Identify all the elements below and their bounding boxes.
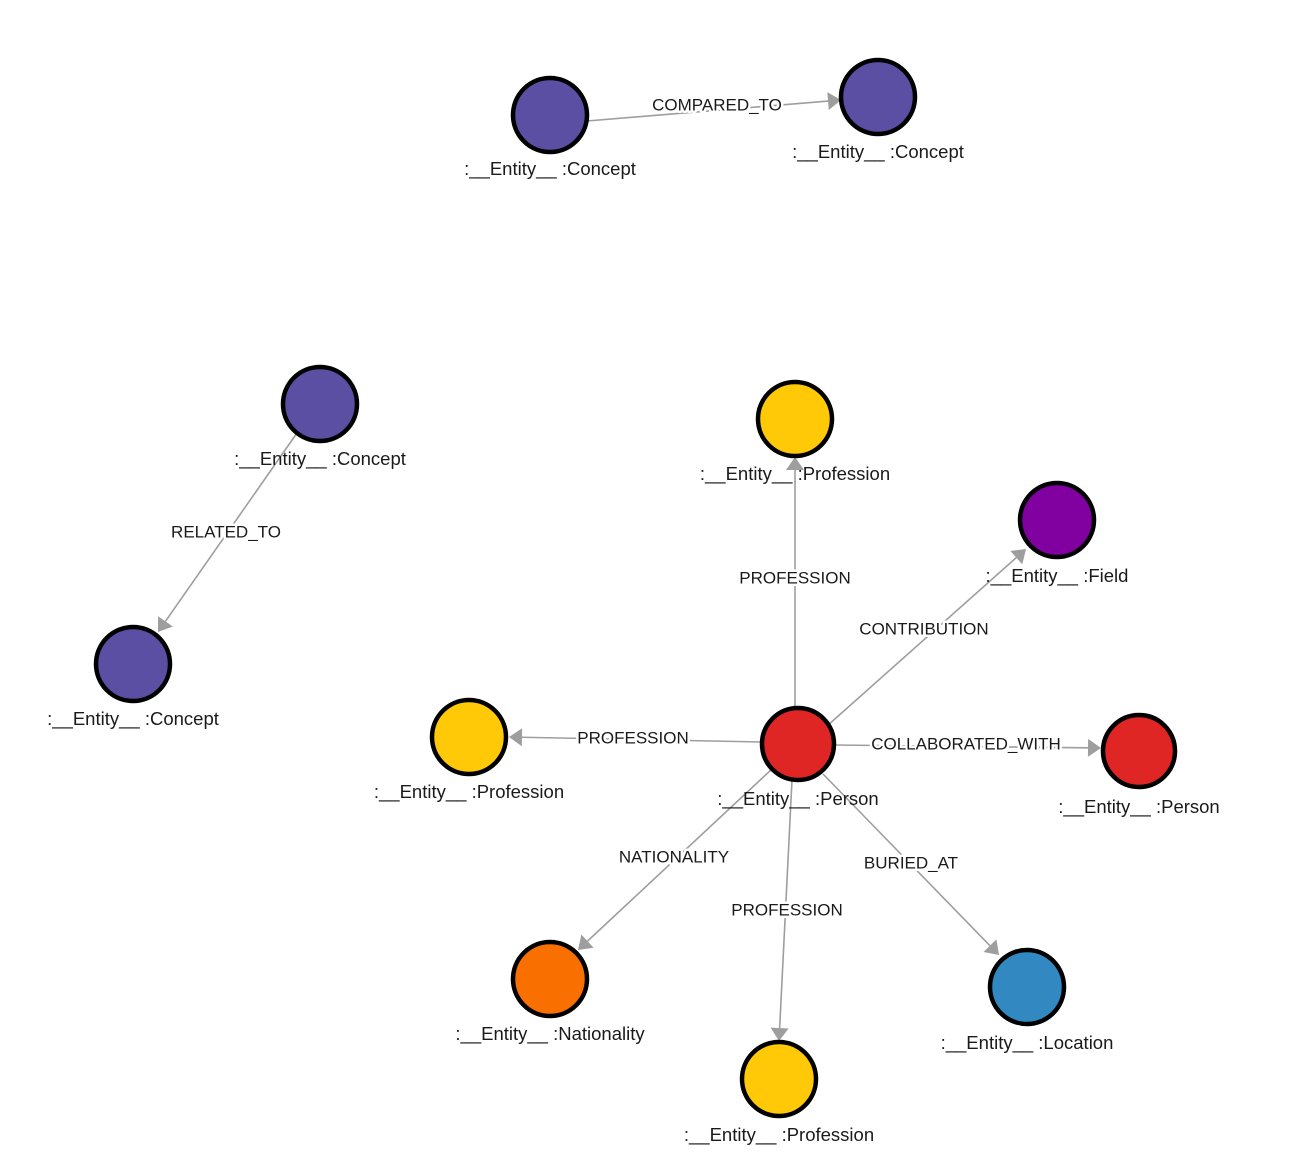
graph-node[interactable]	[510, 939, 590, 1019]
edge-arrowhead-icon	[509, 728, 523, 747]
graph-node[interactable]	[510, 75, 590, 155]
edge-labels-layer: COMPARED_TO RELATED_TO PROFESSION CONTRIBUT…	[169, 93, 1064, 922]
node-circle-location[interactable]	[987, 947, 1067, 1027]
edge-arrowhead-icon	[1087, 738, 1101, 757]
edge-line[interactable]	[833, 744, 1089, 749]
edge-label: RELATED_TO	[171, 522, 281, 541]
node-label: :__Entity__ :Location	[941, 1032, 1114, 1054]
edge-line[interactable]	[164, 432, 298, 622]
node-circle-concept[interactable]	[838, 57, 918, 137]
node-label: :__Entity__ :Profession	[684, 1124, 874, 1146]
node-circle-person[interactable]	[759, 705, 837, 783]
graph-edge[interactable]	[770, 779, 793, 1041]
graph-node[interactable]	[429, 697, 509, 777]
graph-edge[interactable]	[578, 768, 773, 950]
node-circle-person[interactable]	[1100, 712, 1178, 790]
edge-label: COLLABORATED_WITH	[871, 734, 1061, 753]
node-label: :__Entity__ :Concept	[47, 708, 219, 730]
edge-label: PROFESSION	[739, 568, 850, 587]
graph-node[interactable]	[93, 624, 173, 704]
graph-edge[interactable]	[586, 92, 841, 122]
node-circle-concept[interactable]	[93, 624, 173, 704]
edge-label: CONTRIBUTION	[859, 619, 988, 638]
edge-arrowhead-icon	[786, 457, 804, 470]
graph-node[interactable]	[987, 947, 1067, 1027]
edges-layer	[158, 92, 1101, 1041]
graph-edge[interactable]	[509, 728, 763, 747]
graph-edge[interactable]	[826, 549, 1026, 727]
node-label: :__Entity__ :Concept	[464, 158, 636, 180]
edge-line[interactable]	[778, 779, 793, 1029]
node-label: :__Entity__ :Concept	[234, 448, 406, 470]
node-circle-nationality[interactable]	[510, 939, 590, 1019]
node-label: :__Entity__ :Person	[717, 788, 878, 810]
node-circle-field[interactable]	[1017, 480, 1097, 560]
edge-label: COMPARED_TO	[652, 95, 782, 114]
node-circle-profession[interactable]	[739, 1039, 819, 1119]
graph-node[interactable]	[1017, 480, 1097, 560]
graph-edge[interactable]	[786, 457, 804, 708]
graph-node[interactable]	[755, 379, 835, 459]
edge-arrowhead-icon	[827, 92, 841, 111]
node-label: :__Entity__ :Profession	[374, 781, 564, 803]
edge-arrowhead-icon	[578, 934, 594, 950]
graph-node[interactable]	[759, 705, 837, 783]
graph-node[interactable]	[838, 57, 918, 137]
edge-line[interactable]	[586, 100, 829, 122]
edge-arrowhead-icon	[1010, 549, 1026, 565]
node-circle-profession[interactable]	[755, 379, 835, 459]
graph-edge[interactable]	[158, 432, 298, 632]
node-label: :__Entity__ :Concept	[792, 141, 964, 163]
edge-line[interactable]	[586, 768, 773, 942]
node-labels-layer: :__Entity__ :Concept :__Entity__ :Concept…	[47, 141, 1220, 1146]
edge-label: NATIONALITY	[619, 847, 729, 866]
graph-node[interactable]	[1100, 712, 1178, 790]
edge-line[interactable]	[826, 557, 1017, 727]
node-circle-concept[interactable]	[510, 75, 590, 155]
node-circle-profession[interactable]	[429, 697, 509, 777]
edge-label: PROFESSION	[731, 900, 842, 919]
node-label: :__Entity__ :Field	[986, 565, 1129, 587]
node-label: :__Entity__ :Profession	[700, 463, 890, 485]
node-label: :__Entity__ :Nationality	[455, 1023, 645, 1045]
graph-edge[interactable]	[833, 738, 1101, 757]
edge-label: PROFESSION	[577, 728, 688, 747]
nodes-layer	[93, 57, 1178, 1119]
edge-line[interactable]	[822, 773, 991, 947]
graph-edge[interactable]	[822, 773, 999, 955]
node-label: :__Entity__ :Person	[1058, 796, 1219, 818]
edge-arrowhead-icon	[770, 1027, 789, 1041]
node-circle-concept[interactable]	[280, 364, 360, 444]
edge-arrowhead-icon	[983, 939, 999, 955]
edge-arrowhead-icon	[158, 616, 173, 632]
edge-line[interactable]	[521, 736, 763, 743]
graph-node[interactable]	[739, 1039, 819, 1119]
graph-node[interactable]	[280, 364, 360, 444]
edge-label: BURIED_AT	[864, 853, 958, 872]
